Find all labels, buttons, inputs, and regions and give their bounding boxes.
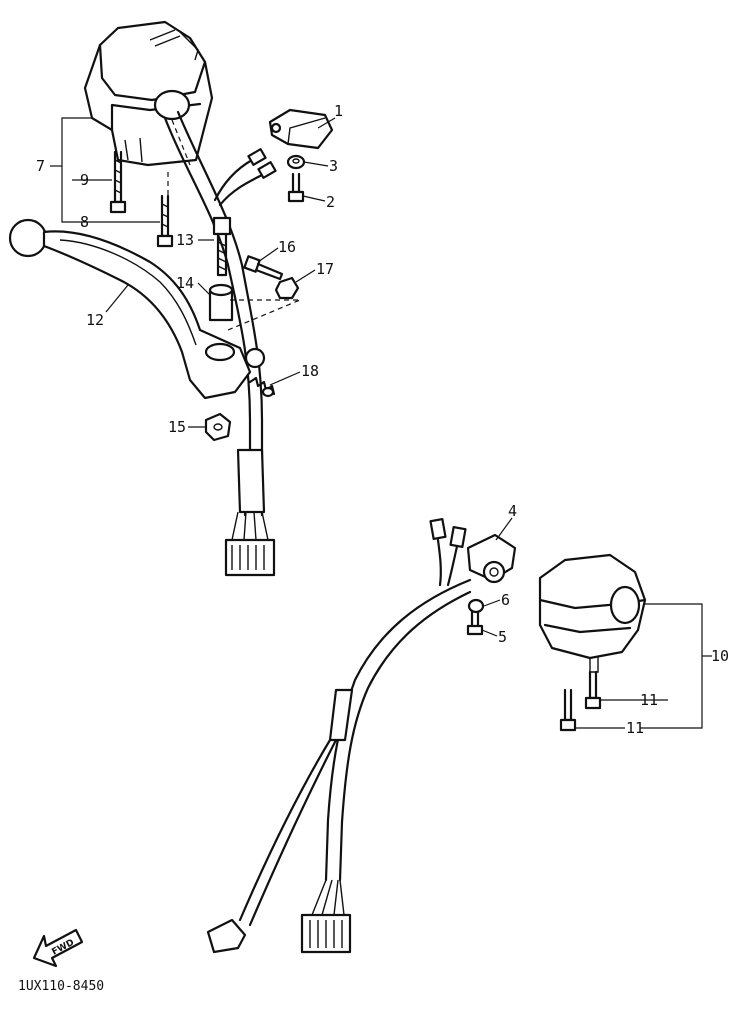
callout-15: 15	[168, 418, 186, 436]
callout-13: 13	[176, 231, 194, 249]
callout-5: 5	[498, 628, 507, 646]
callout-numbers: 1 2 3 4 5 6 7 8 9 10 11 11 12 13 14 15 1…	[36, 102, 729, 737]
right-wire-harness	[206, 517, 472, 954]
callout-18: 18	[301, 362, 319, 380]
right-switch-housing	[538, 553, 647, 673]
callout-10: 10	[711, 647, 729, 665]
diagram-code: 1UX110-8450	[18, 979, 104, 994]
assembly-guide-lines-upper	[167, 119, 301, 331]
left-switch-housing	[83, 20, 214, 167]
callout-17: 17	[316, 260, 334, 278]
part-15-nut	[204, 412, 232, 442]
part-6-washer	[467, 598, 485, 614]
part-13-bolt	[212, 216, 232, 277]
part-8-screw	[156, 194, 174, 248]
part-9-screw	[109, 150, 127, 214]
part-2-screw	[287, 172, 305, 203]
clutch-lever	[8, 218, 266, 400]
callout-leaders	[50, 117, 712, 729]
fwd-arrow-icon: FWD	[32, 928, 84, 968]
part-5-screw	[466, 610, 484, 636]
part-14-collar	[208, 283, 234, 322]
left-wire-harness	[163, 110, 277, 577]
part-1-switch	[268, 108, 334, 150]
callout-11-upper: 11	[640, 691, 658, 709]
callout-16: 16	[278, 238, 296, 256]
callout-9: 9	[80, 171, 89, 189]
part-18-spring	[248, 376, 276, 398]
part-4-switch	[466, 533, 517, 584]
callout-4: 4	[508, 502, 517, 520]
callout-14: 14	[176, 274, 194, 292]
callout-7: 7	[36, 157, 45, 175]
part-17-nut	[274, 276, 300, 300]
callout-2: 2	[326, 193, 335, 211]
callout-11-lower: 11	[626, 719, 644, 737]
part-11-screw-upper	[584, 670, 602, 710]
part-16-bolt	[243, 255, 284, 281]
part-3-washer	[286, 154, 306, 170]
callout-1: 1	[334, 102, 343, 120]
callout-8: 8	[80, 213, 89, 231]
part-11-screw-lower	[559, 688, 577, 732]
callout-3: 3	[329, 157, 338, 175]
callout-12: 12	[86, 311, 104, 329]
callout-6: 6	[501, 591, 510, 609]
